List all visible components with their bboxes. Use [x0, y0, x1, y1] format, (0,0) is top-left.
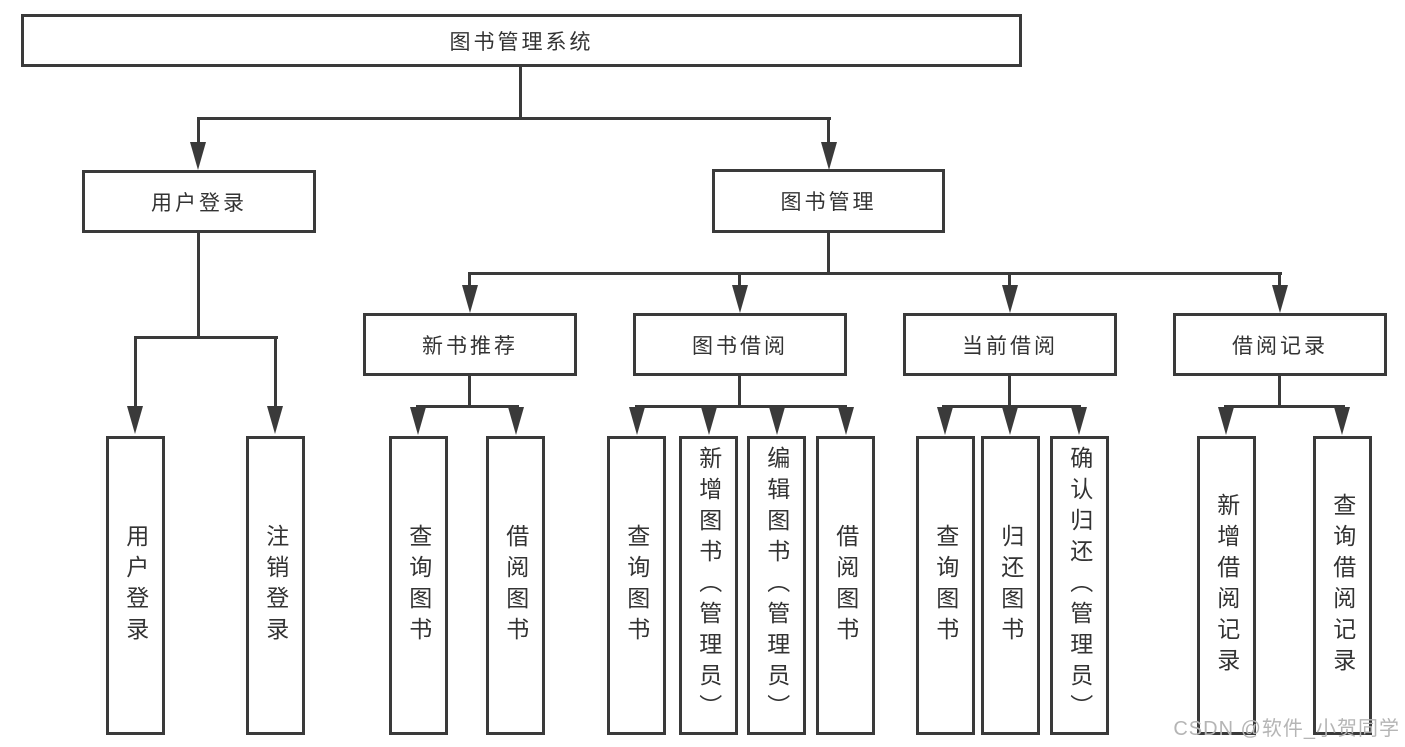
- connector-book-management-feeder: [827, 233, 830, 272]
- connector-level3-rail: [468, 272, 1282, 275]
- arrowhead-down: [1218, 407, 1234, 435]
- arrowhead-down: [1334, 407, 1350, 435]
- leaf-borrow-books-recommend: 借阅图书: [486, 436, 545, 735]
- arrowhead-down: [769, 407, 785, 435]
- node-root: 图书管理系统: [21, 14, 1022, 67]
- watermark: CSDN @软件_小贺同学: [1173, 718, 1400, 740]
- node-new-book-recommend-label: 新书推荐: [422, 334, 518, 358]
- node-borrow-records: 借阅记录: [1173, 313, 1387, 376]
- arrowhead-down: [1002, 407, 1018, 435]
- leaf-add-book-admin: 新增图书（管理员）: [679, 436, 738, 735]
- connector-borrow-feeder: [738, 376, 741, 407]
- arrowhead-down: [190, 142, 206, 170]
- connector-borrow-rail: [635, 405, 847, 408]
- arrowhead-down: [410, 407, 426, 435]
- arrowhead-down: [508, 407, 524, 435]
- arrowhead-down: [937, 407, 953, 435]
- arrowhead-down: [838, 407, 854, 435]
- arrowhead-down: [1272, 285, 1288, 313]
- connector-user-login-feeder: [197, 233, 200, 336]
- leaf-edit-book-admin: 编辑图书（管理员）: [747, 436, 806, 735]
- node-root-label: 图书管理系统: [449, 30, 594, 54]
- leaf-return-book: 归还图书: [981, 436, 1040, 735]
- leaf-user-login: 用户登录: [106, 436, 165, 735]
- connector-recommend-rail: [416, 405, 519, 408]
- connector-current-rail: [942, 405, 1081, 408]
- arrowhead-down: [1002, 285, 1018, 313]
- arrowhead-down: [267, 406, 283, 434]
- leaf-query-books-recommend: 查询图书: [389, 436, 448, 735]
- connector-current-feeder: [1008, 376, 1011, 407]
- leaf-query-borrow-record: 查询借阅记录: [1313, 436, 1372, 735]
- connector-recommend-feeder: [468, 376, 471, 407]
- arrowhead-down: [821, 142, 837, 170]
- connector-drop-section: [468, 272, 471, 289]
- node-current-borrow-label: 当前借阅: [962, 334, 1058, 358]
- node-borrow-records-label: 借阅记录: [1232, 334, 1328, 358]
- node-book-management-label: 图书管理: [780, 191, 877, 214]
- connector-drop-book-management: [827, 117, 830, 144]
- arrowhead-down: [629, 407, 645, 435]
- connector-drop-section: [738, 272, 741, 289]
- connector-drop-user-login: [197, 117, 200, 144]
- arrowhead-down: [732, 285, 748, 313]
- connector-drop-section: [1278, 272, 1281, 289]
- connector-user-login-rail: [134, 336, 278, 339]
- node-current-borrow: 当前借阅: [903, 313, 1117, 376]
- connector-level2-rail: [197, 117, 831, 120]
- node-book-borrow-label: 图书借阅: [692, 334, 788, 358]
- connector-drop-section: [1008, 272, 1011, 289]
- arrowhead-down: [1071, 407, 1087, 435]
- connector-records-rail: [1224, 405, 1345, 408]
- leaf-logout: 注销登录: [246, 436, 305, 735]
- node-new-book-recommend: 新书推荐: [363, 313, 577, 376]
- node-user-login: 用户登录: [82, 170, 316, 233]
- node-book-borrow: 图书借阅: [633, 313, 847, 376]
- arrowhead-down: [462, 285, 478, 313]
- connector-drop-leaf: [274, 336, 277, 408]
- node-book-management: 图书管理: [712, 169, 945, 233]
- node-user-login-label: 用户登录: [151, 191, 247, 215]
- arrowhead-down: [701, 407, 717, 435]
- leaf-query-books-current: 查询图书: [916, 436, 975, 735]
- leaf-query-books-borrow: 查询图书: [607, 436, 666, 735]
- arrowhead-down: [127, 406, 143, 434]
- connector-root-feeder: [519, 67, 522, 117]
- connector-drop-leaf: [134, 336, 137, 408]
- connector-records-feeder: [1278, 376, 1281, 407]
- leaf-borrow-books-borrow: 借阅图书: [816, 436, 875, 735]
- leaf-confirm-return-admin: 确认归还（管理员）: [1050, 436, 1109, 735]
- leaf-add-borrow-record: 新增借阅记录: [1197, 436, 1256, 735]
